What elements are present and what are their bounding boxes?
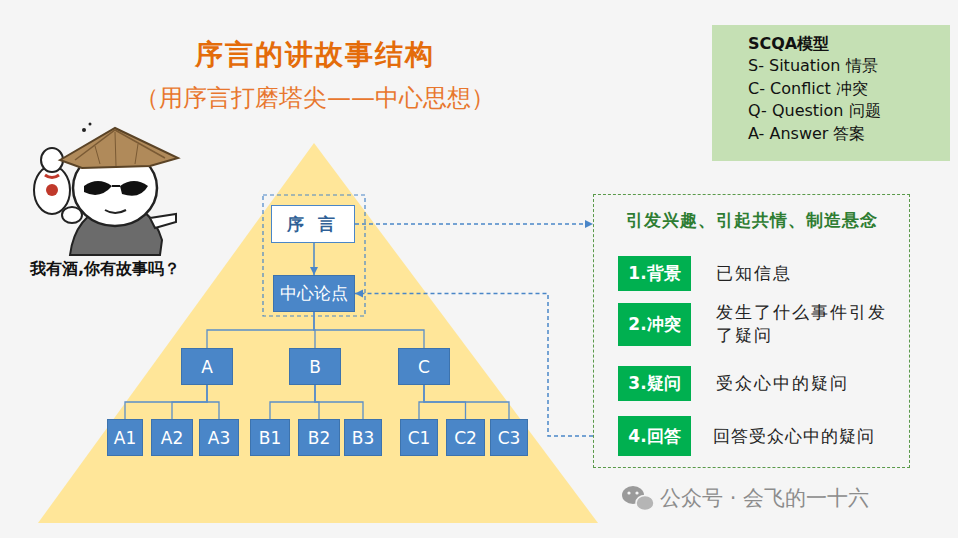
- node-text: C- Conflict 冲突: [748, 78, 940, 100]
- connector: [424, 385, 509, 419]
- argument-box: B: [289, 348, 341, 385]
- node-text: S- Situation 情景: [748, 55, 940, 77]
- watermark: 公众号 · 会飞的一十六: [660, 484, 940, 512]
- node-text: A: [201, 357, 213, 377]
- connector: [207, 312, 314, 348]
- step-box: 1.背景: [618, 256, 691, 291]
- subtitle: （用序言打磨塔尖——中心思想）: [120, 82, 510, 114]
- step-box: 3.疑问: [618, 366, 691, 401]
- node-text: Q- Question 问题: [748, 100, 940, 122]
- argument-box: A: [181, 348, 233, 385]
- node-text: 2.冲突: [628, 313, 680, 336]
- detail-box: C1: [400, 419, 438, 456]
- node-text: B2: [308, 428, 330, 448]
- detail-box: C3: [490, 419, 528, 456]
- connector: [270, 385, 315, 419]
- node-text: 引发兴趣、引起共情、制造悬念: [594, 209, 909, 232]
- connector: [419, 385, 424, 419]
- node-text: 中心论点: [280, 282, 348, 305]
- detail-box: A3: [199, 419, 239, 456]
- node-text: A1: [114, 428, 136, 448]
- illustration-caption: 我有酒,你有故事吗？: [30, 258, 220, 280]
- detail-box: B2: [298, 419, 340, 456]
- wechat-icon: [622, 486, 654, 511]
- node-text: B1: [259, 428, 281, 448]
- detail-box: A2: [151, 419, 193, 456]
- connector: [172, 385, 207, 419]
- detail-box: A1: [107, 419, 143, 456]
- connector: [315, 385, 363, 419]
- node-text: C2: [454, 428, 477, 448]
- step-box: 2.冲突: [618, 303, 691, 346]
- node-text: 序 言: [287, 213, 339, 236]
- step-box: 4.回答: [618, 416, 691, 456]
- preface-box: 序 言: [271, 205, 355, 243]
- detail-box: B1: [250, 419, 290, 456]
- node-text: A3: [208, 428, 230, 448]
- step-description: 受众心中的疑问: [716, 372, 896, 395]
- connector: [313, 243, 315, 275]
- node-text: 4.回答: [628, 425, 680, 448]
- detail-box: C2: [446, 419, 485, 456]
- connector: [207, 385, 219, 419]
- focus-frame: [263, 195, 365, 316]
- step-description: 发生了什么事件引发了疑问: [716, 301, 902, 347]
- node-text: 3.疑问: [628, 372, 680, 395]
- connector: [125, 385, 207, 419]
- node-text: B: [309, 357, 321, 377]
- pyramid: [38, 143, 598, 523]
- point-box: 中心论点: [273, 275, 355, 312]
- panda-illustration: [34, 123, 178, 256]
- step-description: 已知信息: [716, 262, 896, 285]
- argument-box: C: [398, 348, 450, 385]
- node-text: B3: [352, 428, 374, 448]
- connector: [355, 294, 593, 437]
- node-text: 1.背景: [628, 262, 680, 285]
- node-text: C1: [408, 428, 431, 448]
- node-text: C3: [498, 428, 521, 448]
- title: 序言的讲故事结构: [120, 36, 510, 74]
- step-description: 回答受众心中的疑问: [713, 425, 903, 448]
- detail-box: B3: [344, 419, 382, 456]
- node-text: A- Answer 答案: [748, 123, 940, 145]
- model-box: SCQA模型S- Situation 情景C- Conflict 冲突Q- Qu…: [712, 25, 950, 161]
- connector: [314, 312, 424, 348]
- node-text: C: [418, 357, 430, 377]
- node-text: A2: [161, 428, 183, 448]
- node-text: SCQA模型: [748, 33, 940, 55]
- connector: [355, 223, 593, 225]
